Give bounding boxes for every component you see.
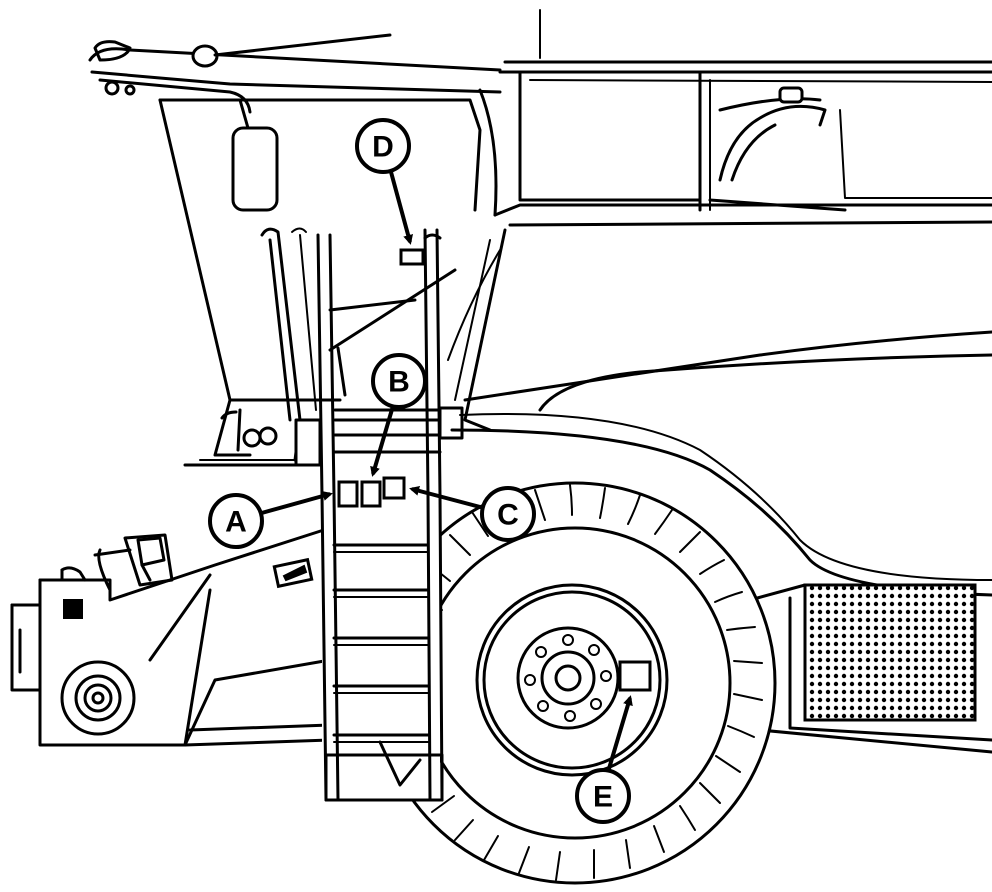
callout-d: D [355, 118, 413, 245]
callout-b: B [370, 353, 427, 477]
callout-d-leader [389, 171, 413, 245]
callout-d-circle [355, 118, 411, 174]
decal-b-marker [360, 480, 382, 508]
callout-e-circle [575, 768, 631, 824]
callout-a-label: A [225, 506, 247, 539]
decal-e-marker [618, 660, 652, 692]
engine-grille [803, 583, 977, 722]
callout-e: E [575, 695, 633, 824]
callout-b-label: B [388, 366, 410, 399]
callout-a: A [208, 491, 333, 549]
decal-c-marker [382, 476, 406, 500]
callout-c-label: C [497, 499, 519, 532]
machine-body [88, 9, 992, 754]
callout-c: C [409, 485, 536, 542]
callout-c-circle [480, 486, 536, 542]
callout-e-leader [606, 695, 633, 773]
callout-a-circle [208, 493, 264, 549]
callout-a-leader [257, 491, 333, 516]
callout-d-label: D [372, 131, 394, 164]
decal-a-marker [337, 480, 359, 508]
callout-e-label: E [593, 781, 613, 814]
decal-d-marker [399, 248, 425, 266]
callout-b-leader [370, 405, 395, 477]
callout-b-circle [371, 353, 427, 409]
callout-c-leader [409, 485, 485, 510]
access-ladder [320, 233, 444, 802]
feeder-house [10, 526, 332, 747]
